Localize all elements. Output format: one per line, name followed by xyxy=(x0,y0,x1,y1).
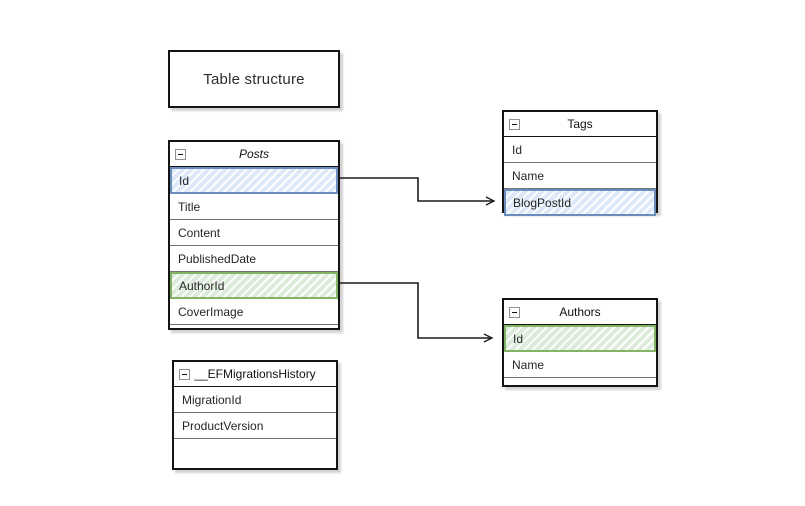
field-row-ef-productversion[interactable]: ProductVersion xyxy=(174,413,336,439)
field-row-tags-name[interactable]: Name xyxy=(504,163,656,189)
field-label: Title xyxy=(178,199,201,214)
field-label: Id xyxy=(513,331,524,346)
table-ef-migrations-history[interactable]: __EFMigrationsHistory MigrationId Produc… xyxy=(172,360,338,470)
table-authors-header[interactable]: Authors xyxy=(504,300,656,325)
field-label: BlogPostId xyxy=(513,195,572,210)
table-title: Tags xyxy=(567,117,593,131)
field-label: CoverImage xyxy=(178,304,244,319)
minus-icon xyxy=(512,311,517,313)
connector-posts-authorid-to-authors-id[interactable] xyxy=(340,282,494,343)
field-row-posts-coverimage[interactable]: CoverImage xyxy=(170,299,338,325)
diagram-title: Table structure xyxy=(203,70,305,88)
minus-icon xyxy=(178,153,183,155)
field-label: Name xyxy=(512,168,545,183)
collapse-icon[interactable] xyxy=(175,148,186,160)
table-title: Authors xyxy=(559,305,601,319)
field-label: PublishedDate xyxy=(178,251,257,266)
collapse-icon[interactable] xyxy=(509,306,520,318)
field-row-ef-migrationid[interactable]: MigrationId xyxy=(174,387,336,413)
connector-posts-id-to-tags-blogpostid[interactable] xyxy=(340,177,496,206)
table-empty-area xyxy=(174,439,336,468)
field-label: ProductVersion xyxy=(182,418,264,433)
table-posts-header[interactable]: Posts xyxy=(170,142,338,167)
table-posts[interactable]: Posts Id Title Content PublishedDate Aut… xyxy=(168,140,340,330)
table-tags[interactable]: Tags Id Name BlogPostId xyxy=(502,110,658,216)
field-label: Content xyxy=(178,225,221,240)
field-row-posts-authorid[interactable]: AuthorId xyxy=(170,272,338,299)
field-label: Id xyxy=(179,173,190,188)
collapse-icon[interactable] xyxy=(179,368,190,380)
field-label: Id xyxy=(512,142,523,157)
field-row-authors-name[interactable]: Name xyxy=(504,352,656,378)
field-row-posts-title[interactable]: Title xyxy=(170,194,338,220)
field-row-tags-id[interactable]: Id xyxy=(504,137,656,163)
minus-icon xyxy=(512,123,517,125)
table-empty-area xyxy=(170,325,338,328)
table-ef-header[interactable]: __EFMigrationsHistory xyxy=(174,362,336,387)
field-label: Name xyxy=(512,357,545,372)
field-row-posts-content[interactable]: Content xyxy=(170,220,338,246)
minus-icon xyxy=(182,373,187,375)
field-label: AuthorId xyxy=(179,278,225,293)
table-title: Posts xyxy=(238,147,269,161)
table-title: __EFMigrationsHistory xyxy=(194,367,316,381)
collapse-icon[interactable] xyxy=(509,118,520,130)
field-row-posts-id[interactable]: Id xyxy=(170,167,338,194)
field-label: MigrationId xyxy=(182,392,242,407)
table-authors[interactable]: Authors Id Name xyxy=(502,298,658,387)
field-row-posts-publisheddate[interactable]: PublishedDate xyxy=(170,246,338,272)
field-row-tags-blogpostid[interactable]: BlogPostId xyxy=(504,189,656,216)
title-box-shape[interactable]: Table structure xyxy=(168,50,340,108)
field-row-authors-id[interactable]: Id xyxy=(504,325,656,352)
table-empty-area xyxy=(504,378,656,385)
table-tags-header[interactable]: Tags xyxy=(504,112,656,137)
